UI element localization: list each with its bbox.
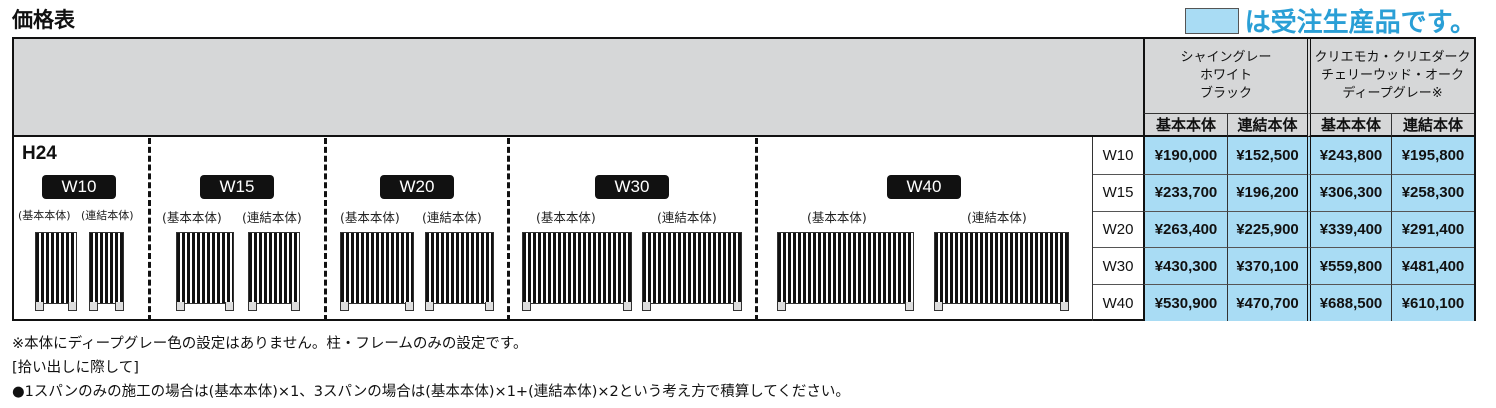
connect-label: (連結本体) <box>422 210 482 225</box>
fence-basic-drawing <box>522 232 632 311</box>
connect-label: (連結本体) <box>81 209 134 222</box>
price-table: シャイングレー ホワイト ブラック クリエモカ・クリエダーク チェリーウッド・オ… <box>12 37 1476 321</box>
width-badge: W30 <box>595 175 669 199</box>
panel-divider <box>1092 137 1093 321</box>
note-estimation: ●1スパンのみの施工の場合は(基本本体)×1、3スパンの場合は(基本本体)×1+… <box>12 384 850 400</box>
color-group-1: シャイングレー ホワイト ブラック <box>1143 39 1307 113</box>
row-width-label: W10 <box>1092 137 1143 174</box>
price-cell: ¥470,700 <box>1227 284 1307 321</box>
color-name: ディープグレー※ <box>1342 86 1443 101</box>
basic-label: (基本本体) <box>536 210 596 225</box>
color-name: ブラック <box>1199 86 1252 101</box>
panel-divider <box>148 138 151 321</box>
sub-header: 連結本体 <box>1391 113 1474 137</box>
price-cell: ¥196,200 <box>1227 173 1307 211</box>
fence-basic-drawing <box>176 232 234 311</box>
legend-text: は受注生産品です。 <box>1244 8 1476 38</box>
note-deep-grey: ※本体にディープグレー色の設定はありません。柱・フレームのみの設定です。 <box>12 336 528 352</box>
fence-basic-drawing <box>777 232 914 311</box>
fence-basic-drawing <box>340 232 414 311</box>
basic-label: (基本本体) <box>18 209 71 222</box>
width-badge: W10 <box>42 175 116 199</box>
made-to-order-legend: は受注生産品です。 <box>1184 2 1476 39</box>
price-cell: ¥233,700 <box>1143 173 1227 211</box>
price-cell: ¥243,800 <box>1307 137 1391 174</box>
color-name: ホワイト <box>1199 68 1252 83</box>
fence-connect-drawing <box>89 232 124 311</box>
legend-swatch <box>1184 7 1239 34</box>
width-badge: W40 <box>887 175 961 199</box>
sub-header: 基本本体 <box>1143 113 1227 137</box>
width-badge: W20 <box>380 175 454 199</box>
fence-connect-drawing <box>425 232 494 311</box>
price-cell: ¥263,400 <box>1143 210 1227 248</box>
color-name: シャイングレー <box>1180 50 1272 65</box>
sub-header: 基本本体 <box>1307 113 1391 137</box>
fence-connect-drawing <box>642 232 742 311</box>
panel-divider <box>507 138 510 321</box>
price-cell: ¥559,800 <box>1307 247 1391 285</box>
basic-label: (基本本体) <box>162 210 222 225</box>
price-cell: ¥610,100 <box>1391 284 1474 321</box>
row-width-label: W40 <box>1092 284 1143 321</box>
price-cell: ¥291,400 <box>1391 210 1474 248</box>
connect-label: (連結本体) <box>657 210 717 225</box>
row-width-label: W30 <box>1092 247 1143 285</box>
page-title: 価格表 <box>12 8 75 32</box>
fence-connect-drawing <box>248 232 300 311</box>
row-width-label: W20 <box>1092 210 1143 248</box>
connect-label: (連結本体) <box>967 210 1027 225</box>
basic-label: (基本本体) <box>340 210 400 225</box>
price-cell: ¥258,300 <box>1391 173 1474 211</box>
price-cell: ¥306,300 <box>1307 173 1391 211</box>
sub-header: 連結本体 <box>1227 113 1307 137</box>
price-cell: ¥530,900 <box>1143 284 1227 321</box>
note-heading: [拾い出しに際して] <box>12 360 139 376</box>
price-cell: ¥152,500 <box>1227 137 1307 174</box>
width-badge: W15 <box>200 175 274 199</box>
color-name: クリエモカ・クリエダーク <box>1314 50 1471 65</box>
row-width-label: W15 <box>1092 173 1143 211</box>
header-blank <box>14 39 1143 137</box>
price-cell: ¥190,000 <box>1143 137 1227 174</box>
fence-connect-drawing <box>934 232 1069 311</box>
price-cell: ¥339,400 <box>1307 210 1391 248</box>
panel-divider <box>324 138 327 321</box>
price-cell: ¥430,300 <box>1143 247 1227 285</box>
price-cell: ¥481,400 <box>1391 247 1474 285</box>
connect-label: (連結本体) <box>242 210 302 225</box>
height-label: H24 <box>22 143 57 164</box>
price-cell: ¥370,100 <box>1227 247 1307 285</box>
price-cell: ¥195,800 <box>1391 137 1474 174</box>
color-name: チェリーウッド・オーク <box>1320 68 1464 83</box>
color-group-2: クリエモカ・クリエダーク チェリーウッド・オーク ディープグレー※ <box>1307 39 1474 113</box>
price-cell: ¥225,900 <box>1227 210 1307 248</box>
panel-divider <box>755 138 758 321</box>
price-cell: ¥688,500 <box>1307 284 1391 321</box>
basic-label: (基本本体) <box>807 210 867 225</box>
fence-basic-drawing <box>35 232 77 311</box>
